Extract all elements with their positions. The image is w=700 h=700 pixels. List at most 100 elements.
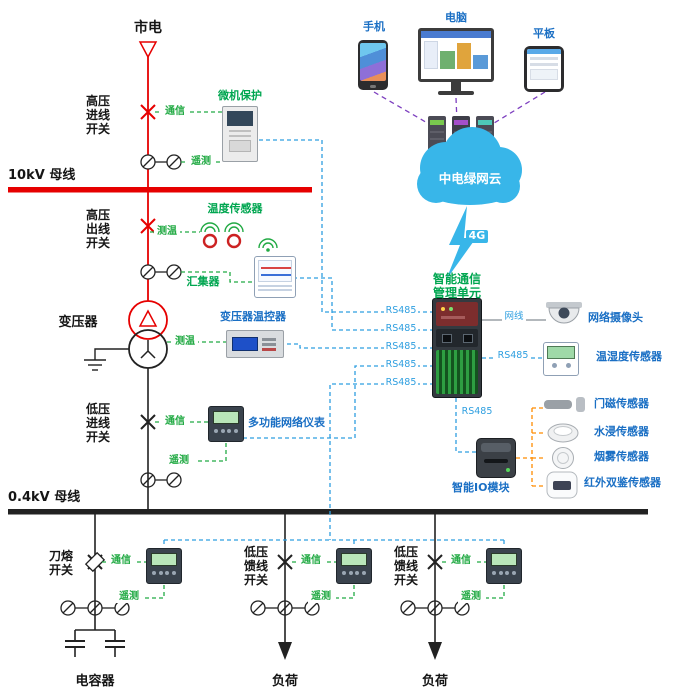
pc-label: 电脑 xyxy=(445,11,467,24)
screen-line xyxy=(530,63,558,66)
led xyxy=(441,307,445,311)
4g-label: 4G xyxy=(466,229,488,243)
rs485-label-3: RS485 xyxy=(384,341,418,352)
water-sensor-label: 水浸传感器 xyxy=(594,425,649,438)
bus-04kv-label: 0.4kV 母线 xyxy=(8,490,81,505)
button xyxy=(262,347,276,351)
phone-device xyxy=(358,40,388,90)
protection-device xyxy=(222,106,258,162)
chart-bar xyxy=(473,55,488,69)
io-links xyxy=(516,407,546,487)
phone-screen xyxy=(360,43,386,81)
temperature-sensor-label: 温度传感器 xyxy=(207,202,263,215)
4g-bolt-icon xyxy=(446,206,476,280)
comm-label-feeder2: 通信 xyxy=(298,555,324,567)
tablet-label: 平板 xyxy=(533,27,555,40)
smoke-sensor-icon xyxy=(552,447,574,469)
led xyxy=(506,468,510,472)
io-top xyxy=(481,443,511,452)
lv-circuit xyxy=(140,368,156,509)
multifunction-meter-label: 多功能网络仪表 xyxy=(248,416,325,429)
lv-feeder-switch1-label: 低压 馈线 开关 xyxy=(243,545,268,588)
hv-incoming-switch-label: 高压 进线 开关 xyxy=(85,94,110,137)
meter-keys xyxy=(337,571,371,575)
camera-icon xyxy=(546,302,582,324)
phone-label: 手机 xyxy=(363,20,385,33)
protection-detail xyxy=(229,130,251,132)
comm-label-hv-in: 通信 xyxy=(162,106,188,118)
bus-04kv xyxy=(8,509,648,515)
th-buttons xyxy=(547,363,575,368)
knife-fuse-switch-label: 刀熔 开关 xyxy=(48,549,73,578)
button xyxy=(262,342,276,346)
meter-lcd xyxy=(213,411,239,424)
collector-device xyxy=(254,256,296,298)
gateway-led-panel xyxy=(436,302,478,326)
telemetry-label-lv-in: 遥测 xyxy=(166,455,192,467)
infrared-sensor-label: 红外双鉴传感器 xyxy=(584,476,661,489)
rs485-label-5: RS485 xyxy=(384,377,418,388)
chart-bar xyxy=(440,51,455,69)
th-screen xyxy=(547,346,575,359)
capacitor-label: 电容器 xyxy=(75,674,115,689)
ethernet-label: 网线 xyxy=(502,311,526,322)
meter-keys xyxy=(487,571,521,575)
gateway-label: 智能通信 管理单元 xyxy=(432,272,481,301)
feeder1-meter-device xyxy=(146,548,182,584)
screen-header xyxy=(421,31,491,38)
phone-home-button xyxy=(370,85,376,88)
ethernet-port xyxy=(441,333,452,343)
io-slot xyxy=(484,459,508,463)
feeder-circuits xyxy=(65,509,443,660)
waveform-red xyxy=(261,267,291,269)
io-module-device xyxy=(476,438,516,478)
comm-label-lv-in: 通信 xyxy=(162,416,188,428)
transformer-temp-controller-label: 变压器温控器 xyxy=(220,310,286,323)
meter-lcd xyxy=(151,553,177,566)
pc-stand xyxy=(451,82,461,91)
lv-incoming-switch-label: 低压 进线 开关 xyxy=(85,402,110,445)
meter-lcd xyxy=(341,553,367,566)
waveform-blue xyxy=(261,274,291,276)
led xyxy=(449,307,453,311)
tablet-screen xyxy=(527,49,561,89)
smoke-sensor-label: 烟雾传感器 xyxy=(594,450,649,463)
cloud-label: 中电绿网云 xyxy=(438,171,502,186)
controller-screen xyxy=(232,337,258,351)
gateway-terminals xyxy=(436,350,478,394)
screen-content xyxy=(421,38,491,72)
pc-screen xyxy=(418,28,494,82)
label-strip xyxy=(441,316,465,319)
screen-header xyxy=(527,49,561,54)
infrared-sensor-icon xyxy=(546,471,578,499)
button xyxy=(551,363,557,368)
temp-humidity-device xyxy=(543,342,579,376)
rs485-label-4: RS485 xyxy=(384,359,418,370)
chart-bar xyxy=(457,43,471,69)
rs485-label-th: RS485 xyxy=(496,350,530,361)
screen-line xyxy=(530,57,558,60)
collector-wifi-icon xyxy=(258,238,278,252)
io-module-label: 智能IO模块 xyxy=(452,481,510,494)
telemetry-label-feeder3: 遥测 xyxy=(458,591,484,603)
hv-outgoing-switch-label: 高压 出线 开关 xyxy=(85,208,110,251)
meter-keys xyxy=(147,571,181,575)
pc-base xyxy=(438,91,474,95)
camera-label: 网络摄像头 xyxy=(588,311,643,324)
lv-incoming-meter-device xyxy=(208,406,244,442)
meter-keys xyxy=(209,429,243,433)
collector-detail xyxy=(258,289,292,291)
collector-detail xyxy=(258,285,292,287)
telemetry-label-feeder1: 遥测 xyxy=(116,591,142,603)
bus-10kv xyxy=(8,187,312,193)
rs485-label-1: RS485 xyxy=(384,305,418,316)
pc-device xyxy=(418,28,494,96)
transformer-symbol xyxy=(128,300,168,369)
cloud-icon xyxy=(417,127,522,205)
ct-symbols xyxy=(60,154,470,616)
bus-10kv-label: 10kV 母线 xyxy=(8,168,76,183)
meter-lcd xyxy=(491,553,517,566)
rs485-label-io: RS485 xyxy=(460,406,494,417)
